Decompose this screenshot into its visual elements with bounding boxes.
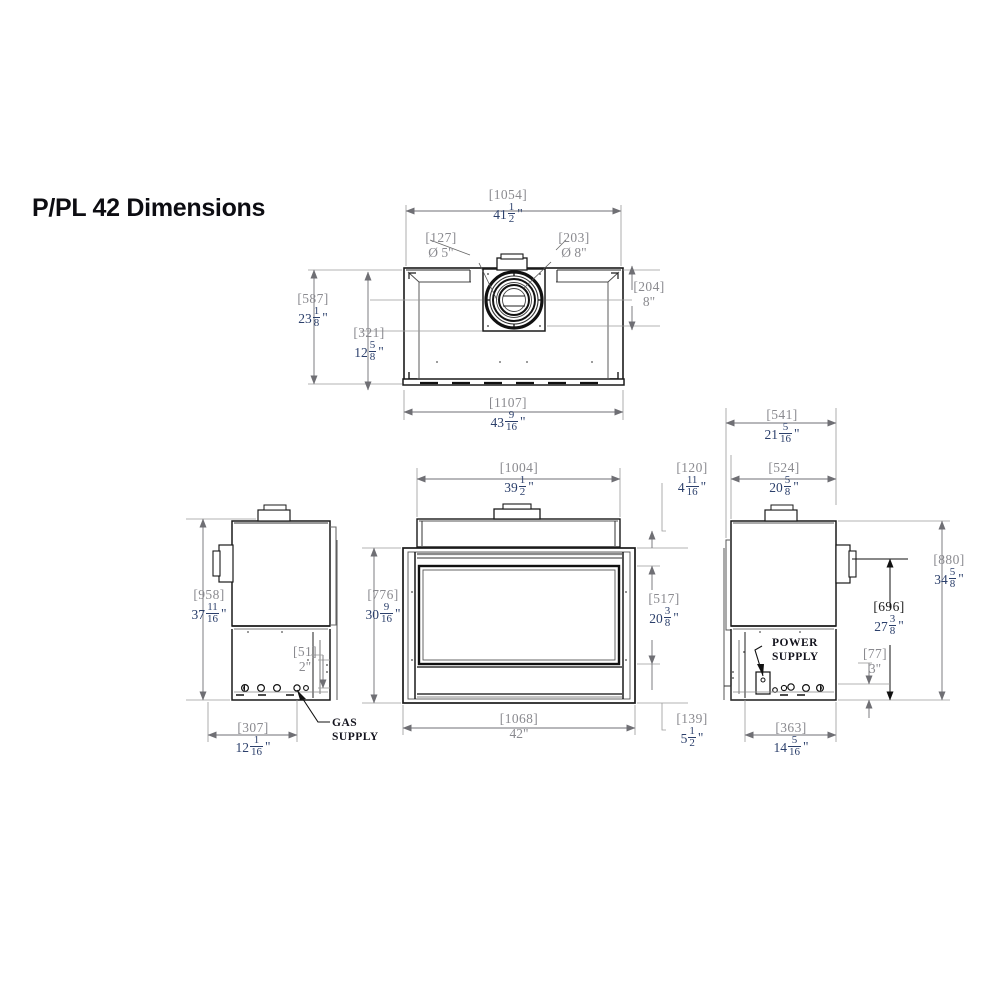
dim-flue-inner-diameter: [127] Ø 5" — [425, 230, 457, 260]
front-view-geometry — [362, 468, 688, 735]
top-view-geometry — [308, 205, 660, 420]
dim-left-gas-offset: [51] 2" — [292, 644, 318, 674]
dim-right-power-offset: [77] 3" — [862, 646, 888, 676]
right-side-view-geometry — [723, 408, 950, 742]
gas-supply-label: GAS SUPPLY — [332, 717, 379, 744]
page-title: P/PL 42 Dimensions — [32, 194, 266, 222]
dim-top-offset-right: [204] 8" — [633, 279, 665, 309]
dim-flue-outer-diameter: [203] Ø 8" — [558, 230, 590, 260]
power-supply-label: POWER SUPPLY — [772, 637, 819, 664]
left-side-view-geometry — [186, 504, 338, 742]
top-view-leaders — [429, 239, 567, 256]
dim-front-width-outer: [1068] 42" — [499, 711, 539, 741]
